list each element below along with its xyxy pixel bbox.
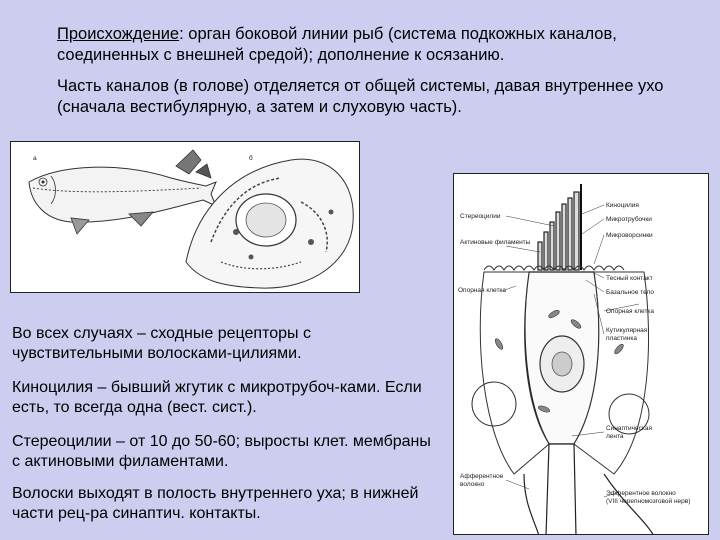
label-tight-junction: Тесный контакт bbox=[606, 274, 653, 282]
point-receptors: Во всех случаях – сходные рецепторы с чу… bbox=[12, 325, 311, 362]
point-hairs: Волоски выходят в полость внутреннего ух… bbox=[12, 485, 419, 522]
label-kinocilium: Киноцилия bbox=[606, 202, 639, 209]
fish-lateral-line-figure: а б bbox=[10, 141, 360, 293]
hair-cell-drawing: Стереоцилии Актиновые филаменты Опорная … bbox=[458, 184, 690, 534]
fish-label-b: б bbox=[249, 154, 253, 162]
label-afferent-1: Афферентное bbox=[460, 473, 504, 480]
origin-text: : орган боковой линии рыб (система подко… bbox=[57, 25, 617, 64]
hair-cell-figure: Стереоцилии Актиновые филаменты Опорная … bbox=[453, 173, 709, 535]
fish-drawing: а б bbox=[28, 149, 354, 289]
label-support-left: Опорная клетка bbox=[458, 287, 506, 294]
label-cuticular-1: Кутикулярная bbox=[606, 327, 648, 334]
label-efferent-1: Эфферентное волокно bbox=[606, 490, 676, 497]
origin-paragraph: Происхождение: орган боковой линии рыб (… bbox=[57, 24, 697, 66]
label-support-right: Опорная клетка bbox=[606, 308, 654, 315]
channels-paragraph: Часть каналов (в голове) отделяется от о… bbox=[57, 77, 664, 116]
label-synaptic-1: Синаптическая bbox=[606, 425, 653, 432]
label-cuticular-2: пластинка bbox=[606, 335, 637, 342]
label-synaptic-2: лента bbox=[606, 433, 624, 440]
point-stereocilia: Стереоцилии – от 10 до 50-60; выросты кл… bbox=[12, 433, 431, 470]
label-basal-body: Базальное тело bbox=[606, 289, 654, 296]
label-afferent-2: волокно bbox=[460, 481, 485, 488]
label-actin: Актиновые филаменты bbox=[460, 239, 531, 246]
point-kinocilium: Киноцилия – бывший жгутик с микротрубоч-… bbox=[12, 379, 422, 416]
fish-label-a: а bbox=[33, 155, 37, 162]
label-microvilli: Микроворсинки bbox=[606, 232, 653, 239]
label-microtubules: Микротрубочки bbox=[606, 215, 652, 223]
label-efferent-2: (VIII черепномозговой нерв) bbox=[606, 497, 690, 505]
label-stereocilia: Стереоцилии bbox=[460, 213, 501, 220]
origin-term: Происхождение bbox=[57, 25, 180, 43]
